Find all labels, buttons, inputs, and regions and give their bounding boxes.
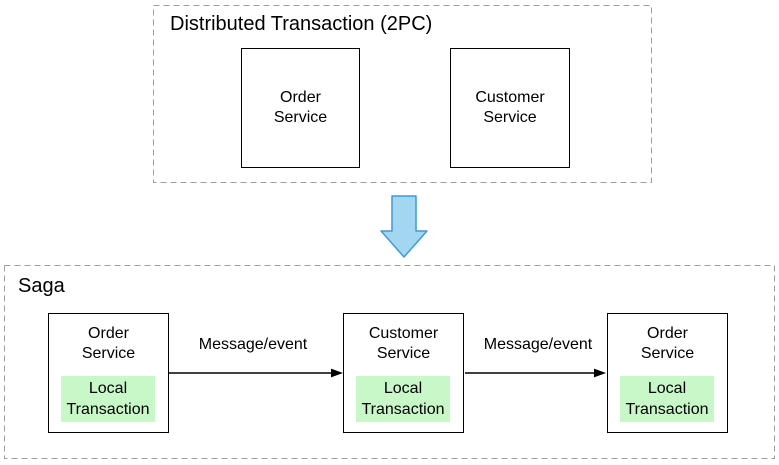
local-transaction-box: Local Transaction: [620, 376, 714, 422]
transition-down-arrow-icon: [380, 195, 428, 258]
message-event-label-1: Message/event: [198, 336, 308, 353]
saga-title: Saga: [18, 275, 65, 297]
local-transaction-box: Local Transaction: [356, 376, 450, 422]
service-label: Order Service: [640, 325, 695, 362]
service-label: Order Service: [81, 325, 136, 362]
service-label: Customer Service: [475, 89, 545, 126]
saga-order-service-box-1: Order Service Local Transaction: [48, 313, 169, 433]
local-transaction-label: Local Transaction: [66, 380, 150, 418]
message-event-label-2: Message/event: [483, 336, 593, 353]
saga-section: Saga Order Service Local Transaction Cus…: [4, 265, 775, 459]
two-pc-order-service-box: Order Service: [241, 48, 360, 168]
service-label: Order Service: [273, 89, 328, 126]
local-transaction-label: Local Transaction: [625, 380, 709, 418]
service-label: Customer Service: [368, 325, 439, 362]
saga-order-service-box-2: Order Service Local Transaction: [607, 313, 728, 433]
local-transaction-label: Local Transaction: [361, 380, 445, 418]
two-pc-section: Distributed Transaction (2PC) Order Serv…: [153, 5, 652, 183]
local-transaction-box: Local Transaction: [61, 376, 155, 422]
saga-customer-service-box: Customer Service Local Transaction: [343, 313, 464, 433]
two-pc-title: Distributed Transaction (2PC): [170, 13, 433, 35]
two-pc-customer-service-box: Customer Service: [450, 48, 570, 168]
